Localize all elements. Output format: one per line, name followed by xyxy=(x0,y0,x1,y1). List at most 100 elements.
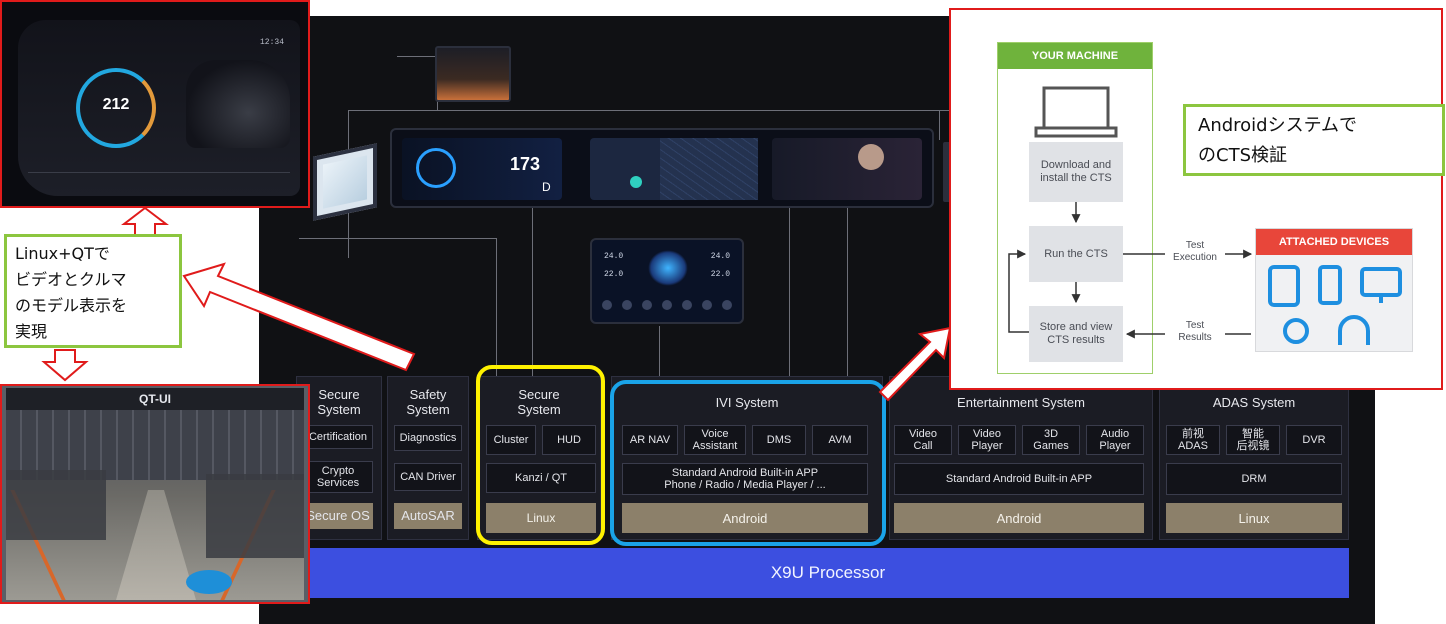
tablet-icon xyxy=(1268,265,1300,307)
speed-gauge-icon xyxy=(76,68,156,148)
media-panel xyxy=(772,138,922,200)
cts-pointer-arrow-icon xyxy=(878,326,952,402)
phone-icon xyxy=(1318,265,1342,305)
safety-system-column: Safety System Diagnostics CAN Driver Aut… xyxy=(387,376,469,540)
secure-os-cell: Secure OS xyxy=(303,503,373,529)
secure-system-linux-column: Secure System Cluster HUD Kanzi / QT Lin… xyxy=(477,376,601,540)
run-cts-box: Run the CTS xyxy=(1029,226,1123,282)
climate-left-top: 24.0 xyxy=(604,252,624,261)
audio-player-cell: Audio Player xyxy=(1086,425,1144,455)
column-title: IVI System xyxy=(715,395,779,410)
cluster-divider xyxy=(28,172,290,173)
certification-cell: Certification xyxy=(303,425,373,449)
passenger-screen xyxy=(313,143,377,221)
ivi-highlight-ring xyxy=(610,380,886,546)
android-base: Android xyxy=(894,503,1144,533)
kanzi-qt-cell: Kanzi / QT xyxy=(486,463,596,493)
watch-icon xyxy=(1283,318,1309,344)
linux-qt-note: Linux+QTで ビデオとクルマ のモデル表示を 実現 xyxy=(4,234,182,348)
qt-ui-photo-frame: QT-UI xyxy=(0,384,310,604)
hud-screen xyxy=(435,46,511,102)
climate-button-icon[interactable] xyxy=(722,300,732,310)
down-arrow-icon xyxy=(41,349,89,382)
climate-button-icon[interactable] xyxy=(602,300,612,310)
climate-right-top: 24.0 xyxy=(710,252,730,261)
climate-button-icon[interactable] xyxy=(662,300,672,310)
video-call-cell: Video Call xyxy=(894,425,952,455)
column-title: ADAS System xyxy=(1212,395,1296,410)
test-execution-label: Test Execution xyxy=(1165,240,1225,264)
connector-line xyxy=(348,110,1068,111)
cluster-speed: 212 xyxy=(102,96,130,113)
dms-cell: DMS xyxy=(752,425,806,455)
connector-line xyxy=(789,206,790,378)
pointer-arrow-icon xyxy=(182,262,416,372)
connector-line xyxy=(496,238,497,378)
laptop-icon xyxy=(1034,86,1118,138)
climate-button-icon[interactable] xyxy=(702,300,712,310)
ar-nav-cell: AR NAV xyxy=(622,425,678,455)
front-adas-cell: 前视 ADAS xyxy=(1166,425,1220,455)
device-icons xyxy=(1268,265,1402,345)
center-gear: D xyxy=(542,180,551,194)
cluster-time: 12:34 xyxy=(260,38,285,47)
speed-gauge-icon xyxy=(416,148,456,188)
smart-mirror-cell: 智能 后视镜 xyxy=(1226,425,1280,455)
pedestrian-marker-icon xyxy=(186,570,232,594)
dvr-cell: DVR xyxy=(1286,425,1342,455)
climate-button-icon[interactable] xyxy=(682,300,692,310)
attached-devices-panel: ATTACHED DEVICES xyxy=(1255,228,1413,352)
test-results-label: Test Results xyxy=(1165,320,1225,344)
connector-line xyxy=(299,238,497,239)
column-title: Safety System xyxy=(406,387,450,417)
processor-bar: X9U Processor xyxy=(307,548,1349,598)
entertainment-system-column: Entertainment System Video Call Video Pl… xyxy=(889,376,1153,540)
climate-screen: 24.0 22.0 24.0 22.0 xyxy=(590,238,744,324)
download-cts-box: Download and install the CTS xyxy=(1029,142,1123,202)
store-results-box: Store and view CTS results xyxy=(1029,306,1123,362)
climate-left-bottom: 22.0 xyxy=(604,270,624,279)
cts-panel-frame: YOUR MACHINE Download and install the CT… xyxy=(949,8,1445,390)
climate-button-icon[interactable] xyxy=(642,300,652,310)
voice-assistant-cell: Voice Assistant xyxy=(684,425,746,455)
linux-base: Linux xyxy=(1166,503,1342,533)
3d-games-cell: 3D Games xyxy=(1022,425,1080,455)
connector-line xyxy=(939,110,940,140)
avm-cell: AVM xyxy=(812,425,868,455)
video-player-cell: Video Player xyxy=(958,425,1016,455)
linux-highlight-ring xyxy=(476,365,605,545)
machine-header: YOUR MACHINE xyxy=(998,43,1152,69)
connector-line xyxy=(532,206,533,378)
car-model-icon xyxy=(186,60,290,148)
column-title: Entertainment System xyxy=(957,395,1085,410)
headphones-icon xyxy=(1338,315,1370,345)
cluster-cell: Cluster xyxy=(486,425,536,455)
devices-header: ATTACHED DEVICES xyxy=(1256,229,1412,255)
adas-system-column: ADAS System 前视 ADAS 智能 后视镜 DVR DRM Linux xyxy=(1159,376,1349,540)
android-apps-cell: Standard Android Built-in APP xyxy=(894,463,1144,495)
factory-view xyxy=(6,410,304,600)
cluster-photo-frame: 12:34 212 xyxy=(0,0,310,208)
cluster-display: 12:34 212 xyxy=(18,20,300,196)
linux-base: Linux xyxy=(486,503,596,533)
album-art-icon xyxy=(858,144,884,170)
can-driver-cell: CAN Driver xyxy=(394,463,462,491)
connector-line xyxy=(847,206,848,378)
qt-ui-title: QT-UI xyxy=(6,388,304,410)
hud-cell: HUD xyxy=(542,425,596,455)
map-pin-icon xyxy=(630,176,642,188)
android-apps-cell: Standard Android Built-in APP Phone / Ra… xyxy=(622,463,868,495)
dashboard-screen: 173 D xyxy=(390,128,934,208)
autosar-cell: AutoSAR xyxy=(394,503,462,529)
connector-line xyxy=(659,326,660,378)
tv-icon xyxy=(1360,267,1402,297)
diagnostics-cell: Diagnostics xyxy=(394,425,462,451)
map-panel xyxy=(590,138,758,200)
column-title: Secure System xyxy=(317,387,361,417)
climate-button-icon[interactable] xyxy=(622,300,632,310)
crypto-services-cell: Crypto Services xyxy=(303,461,373,493)
drm-cell: DRM xyxy=(1166,463,1342,495)
climate-right-bottom: 22.0 xyxy=(710,270,730,279)
column-title: Secure System xyxy=(517,387,561,417)
android-base: Android xyxy=(622,503,868,533)
